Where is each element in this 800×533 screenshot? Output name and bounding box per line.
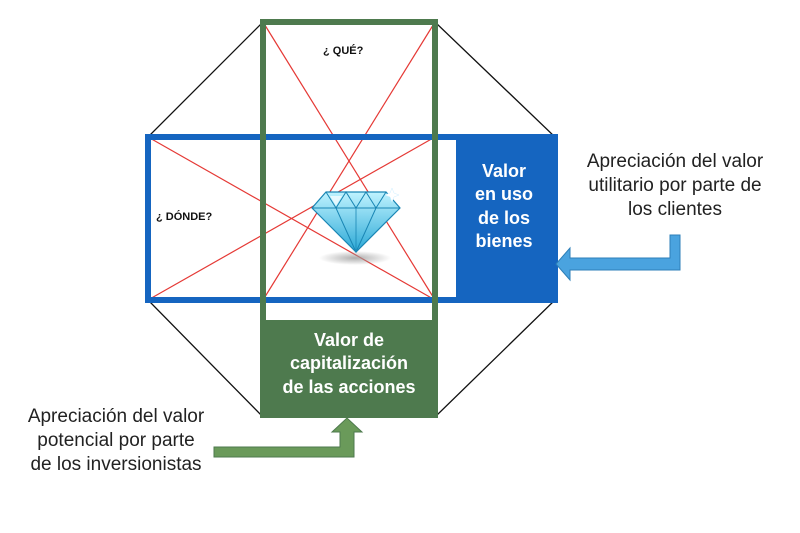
blue-box-text: Valor en uso de los bienes <box>456 160 552 254</box>
red-cross-lines <box>147 21 436 301</box>
green-box <box>266 320 432 412</box>
question-left-label: ¿ DÓNDE? <box>156 211 213 223</box>
note-left-line: Apreciación del valor <box>27 406 205 427</box>
green-box-text: Valor de capitalización de las acciones <box>266 329 432 399</box>
note-left: Apreciación del valor potencial por part… <box>0 405 232 476</box>
blue-box <box>456 140 552 297</box>
question-top-label: ¿ QUÉ? <box>323 45 364 57</box>
note-right-line: los clientes <box>628 198 722 220</box>
note-left-line: de los inversionistas <box>30 453 202 475</box>
green-box-line: capitalización <box>289 353 409 374</box>
note-right-line: Apreciación del valor <box>586 151 764 172</box>
green-arrow <box>213 417 364 458</box>
note-left-line: potencial por parte <box>37 429 195 451</box>
note-right-line: utilitario por parte de <box>588 174 762 196</box>
blue-box-line: bienes <box>475 231 533 252</box>
blue-arrow <box>555 234 681 282</box>
green-box-line: Valor de <box>313 330 385 350</box>
blue-box-line: Valor <box>481 161 527 181</box>
note-right: Apreciación del valor utilitario por par… <box>565 150 785 221</box>
green-box-line: de las acciones <box>282 376 416 397</box>
blue-box-line: en uso <box>474 184 533 205</box>
blue-box-line: de los <box>477 207 530 228</box>
blue-frame <box>145 134 558 303</box>
diamond-icon <box>311 187 401 265</box>
green-frame <box>260 19 438 418</box>
